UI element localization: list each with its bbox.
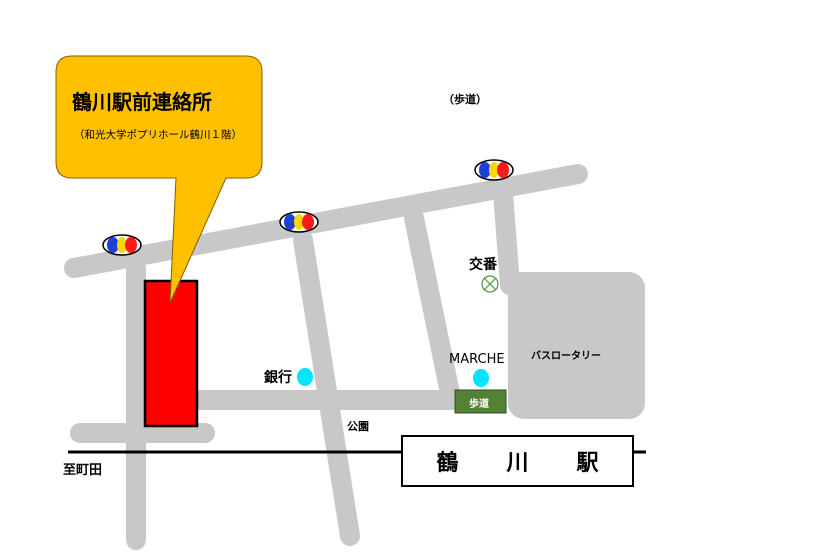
roads (64, 164, 588, 550)
label-bank: 銀行 (264, 370, 292, 386)
station-char-3: 駅 (576, 451, 599, 476)
traffic-light-icon (474, 159, 514, 181)
station-box (401, 435, 634, 487)
road-diagonal-koban (404, 208, 460, 403)
sidewalk-box (454, 389, 507, 414)
police-box-icon (481, 275, 499, 293)
station-char-2: 川 (506, 451, 529, 476)
traffic-light-icon (279, 211, 319, 233)
label-sidewalk-box: 歩道 (469, 399, 489, 410)
label-koban: 交番 (469, 257, 497, 273)
hall-building (143, 279, 199, 428)
label-sidewalk-top: （歩道） (443, 93, 487, 106)
station-name: 鶴 川 駅 (402, 436, 633, 486)
marche-marker-icon (473, 369, 489, 387)
label-to-machida: 至町田 (63, 463, 103, 478)
label-bus-rotary: バスロータリー (531, 351, 601, 362)
callout-bubble (55, 55, 263, 304)
traffic-light-icon (102, 234, 142, 256)
bus-rotary-area (508, 272, 645, 419)
station-char-1: 鶴 (436, 451, 459, 476)
bank-marker-icon (297, 368, 313, 386)
callout-title: 鶴川駅前連絡所 (72, 90, 212, 114)
road-diagonal-east (493, 183, 520, 295)
road-diagonal-bank (293, 230, 360, 546)
label-marche: MARCHE (449, 352, 505, 367)
callout-subtitle: （和光大学ポプリホール鶴川１階） (74, 129, 242, 141)
label-park: 公園 (347, 420, 369, 433)
